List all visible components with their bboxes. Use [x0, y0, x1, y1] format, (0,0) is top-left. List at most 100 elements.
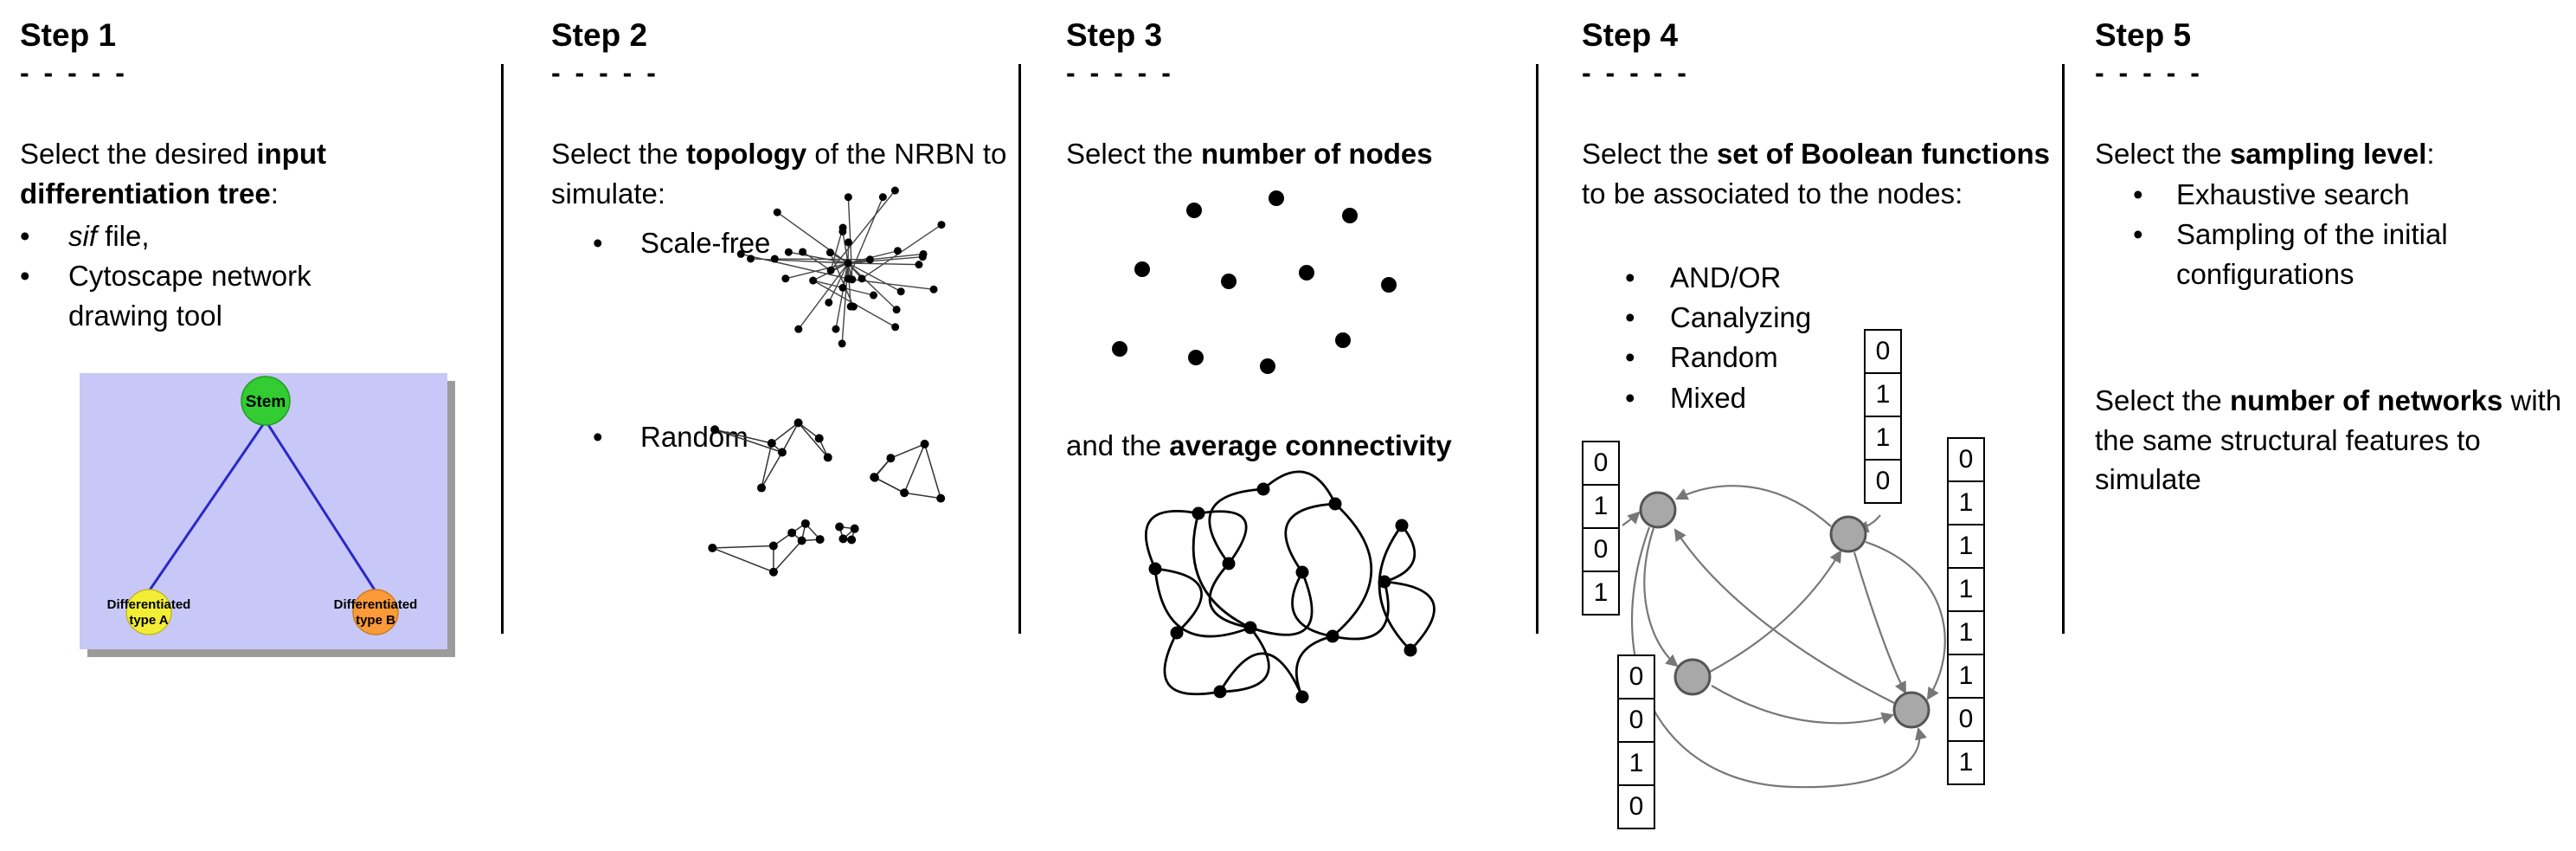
step1-column: Step 1 - - - - - Select the desired inpu…	[20, 17, 494, 840]
step5-column: Step 5 - - - - - Select the sampling lev…	[2095, 17, 2562, 840]
bullet-icon	[1625, 258, 1670, 298]
step4-intro: Select the set of Boolean functions to b…	[1582, 138, 2050, 210]
topology-option-scalefree: Scale-free	[593, 223, 770, 263]
bullet-icon	[593, 223, 640, 263]
step5-title: Step 5	[2095, 17, 2192, 53]
differentiation-tree-svg: Stem Differentiated type A Differentiate…	[107, 376, 418, 635]
step2-title: Step 2	[551, 17, 648, 53]
column-divider	[1536, 64, 1539, 634]
column-divider	[2062, 64, 2065, 634]
step1-title: Step 1	[20, 17, 117, 53]
network-edge	[1622, 511, 1641, 526]
differentiation-tree-figure: Stem Differentiated type A Differentiate…	[80, 373, 447, 649]
table-cell: 1	[1617, 741, 1655, 786]
table-cell: 0	[1617, 698, 1655, 743]
network-node	[1673, 658, 1712, 696]
bullet-label: Random	[1670, 341, 1778, 374]
tree-edge	[264, 420, 377, 592]
table-cell: 1	[1947, 610, 1985, 655]
network-node	[1892, 691, 1930, 729]
table-cell: 1	[1947, 654, 1985, 699]
column-divider	[501, 64, 504, 634]
connectivity-network-figure	[1145, 470, 1436, 704]
list-item: Random	[1625, 338, 1811, 377]
step5-dashes: - - - - -	[2095, 57, 2203, 88]
step5-intro: Select the sampling level:	[2095, 138, 2435, 170]
bullet-icon	[1625, 338, 1670, 377]
bullet-label: Scale-free	[640, 227, 771, 259]
stem-label: Stem	[246, 393, 286, 411]
bullet-icon	[2133, 215, 2176, 255]
table-cell: 0	[1947, 697, 1985, 742]
nodes-dots-figure	[1112, 190, 1397, 374]
bullet-label: Mixed	[1670, 381, 1747, 414]
bullet-icon	[1625, 298, 1670, 338]
step4-title: Step 4	[1582, 17, 1679, 53]
scale-free-network-figure	[736, 186, 946, 348]
network-edge	[1675, 485, 1832, 527]
step3-dashes: - - - - -	[1066, 57, 1174, 88]
boolean-table-right: 0 1 1 1 1 1 0 1	[1947, 437, 1985, 785]
bullet-label: Cytoscape network drawing tool	[68, 260, 312, 332]
step3-second: and the average connectivity	[1066, 429, 1452, 461]
list-item: AND/OR	[1625, 258, 1811, 298]
bullet-icon	[20, 256, 68, 296]
list-item: Sampling of the initial configurations	[2133, 215, 2505, 294]
network-edge	[1630, 526, 1927, 789]
list-item: Mixed	[1625, 378, 1811, 418]
bullet-icon	[2133, 175, 2176, 215]
step1-dashes: - - - - -	[20, 57, 128, 88]
network-node	[1829, 515, 1867, 553]
table-cell: 1	[1947, 567, 1985, 612]
step1-intro: Select the desired input differentiation…	[20, 138, 326, 210]
table-cell: 0	[1582, 527, 1620, 572]
step4-column: Step 4 - - - - - Select the set of Boole…	[1582, 17, 2056, 840]
leaf-b-label-line1: Differentiated	[334, 597, 418, 612]
sampling-options: Exhaustive search Sampling of the initia…	[2133, 175, 2505, 295]
bullet-icon	[20, 216, 68, 256]
leaf-a-label-line1: Differentiated	[107, 597, 191, 612]
network-edge	[1673, 528, 1895, 704]
list-item: Canalyzing	[1625, 298, 1811, 338]
topology-option-random: Random	[593, 417, 748, 457]
step2-dashes: - - - - -	[551, 57, 659, 88]
table-cell: 1	[1864, 416, 1902, 461]
table-cell: 1	[1864, 372, 1902, 417]
network-edge	[1711, 685, 1895, 725]
table-cell: 1	[1582, 484, 1620, 529]
table-cell: 0	[1864, 329, 1902, 374]
boolean-table-left: 0 1 0 1	[1582, 441, 1620, 616]
table-cell: 0	[1582, 441, 1620, 486]
step1-options: sif file, Cytoscape network drawing tool	[20, 216, 383, 337]
bullet-label: Exhaustive search	[2176, 178, 2410, 210]
bullet-icon	[593, 417, 640, 457]
bullet-label: Canalyzing	[1670, 301, 1812, 334]
table-cell: 1	[1947, 524, 1985, 569]
leaf-a-label-line2: type A	[129, 613, 168, 628]
tree-edge	[147, 420, 267, 592]
step5-second: Select the number of networks with the s…	[2095, 384, 2562, 496]
bullet-label: AND/OR	[1670, 261, 1782, 293]
boolean-function-options: AND/OR Canalyzing Random Mixed	[1625, 258, 1811, 418]
random-network-figure	[708, 418, 946, 577]
leaf-b-label-line2: type B	[356, 613, 395, 628]
network-edge	[1865, 540, 1946, 700]
table-cell: 0	[1947, 437, 1985, 482]
network-edge	[1709, 550, 1842, 673]
network-edge	[1853, 551, 1907, 694]
leaf-a-node	[125, 589, 172, 635]
boolean-table-top: 0 1 1 0	[1864, 329, 1902, 504]
column-divider	[1018, 64, 1021, 634]
network-edge	[1643, 527, 1679, 667]
bullet-icon	[1625, 378, 1670, 418]
bullet-label: Sampling of the initial configurations	[2176, 218, 2448, 291]
table-cell: 0	[1617, 654, 1655, 699]
list-item: Exhaustive search	[2133, 175, 2505, 215]
step3-column: Step 3 - - - - - Select the number of no…	[1066, 17, 1533, 840]
bullet-label: sif file,	[68, 220, 150, 252]
step2-column: Step 2 - - - - - Select the topology of …	[551, 17, 1010, 840]
table-cell: 0	[1864, 459, 1902, 504]
network-node	[1639, 491, 1677, 529]
list-item: Cytoscape network drawing tool	[20, 256, 383, 336]
table-cell: 1	[1947, 480, 1985, 525]
